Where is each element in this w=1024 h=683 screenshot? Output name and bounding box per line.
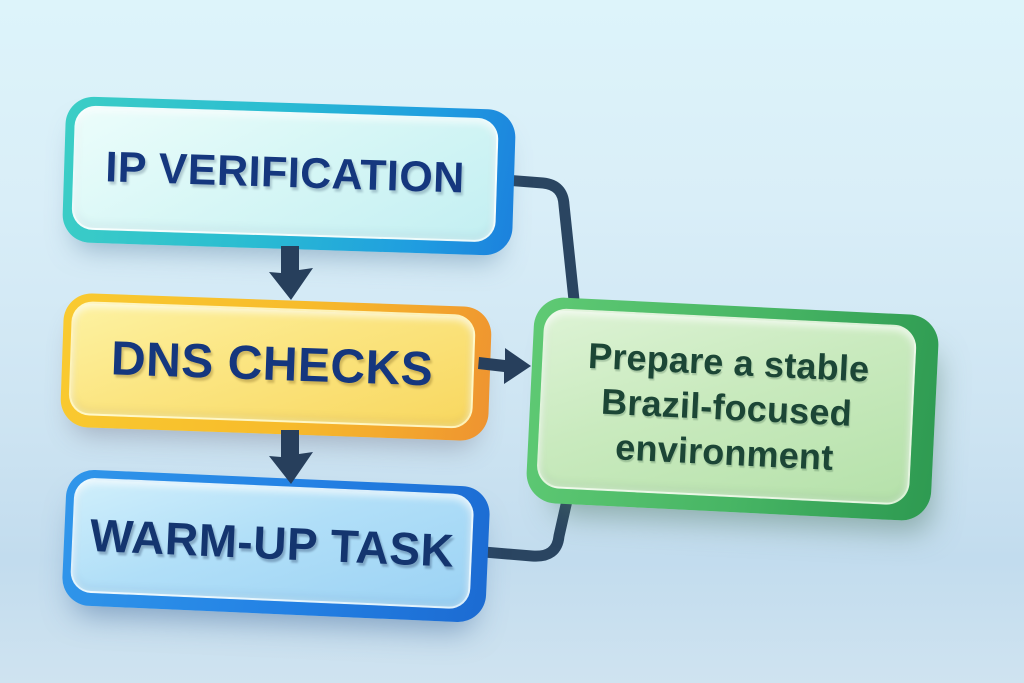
node-warm-up-task: WARM-UP TASK (61, 468, 491, 624)
node-dns-checks-face: DNS CHECKS (68, 300, 476, 429)
node-environment-label: Prepare a stable Brazil-focused environm… (587, 334, 871, 478)
arrow-down-dns-to-warmup-icon (269, 430, 313, 484)
node-ip-verification-face: IP VERIFICATION (71, 105, 499, 243)
node-ip-verification: IP VERIFICATION (61, 95, 517, 257)
node-warm-up-task-label: WARM-UP TASK (88, 508, 456, 577)
node-warm-up-task-face: WARM-UP TASK (69, 477, 475, 610)
node-ip-verification-label: IP VERIFICATION (104, 143, 466, 203)
node-environment-face: Prepare a stable Brazil-focused environm… (535, 307, 918, 506)
node-dns-checks-label: DNS CHECKS (110, 332, 435, 397)
node-dns-checks: DNS CHECKS (59, 292, 493, 442)
arrow-down-ip-to-dns-icon (269, 246, 313, 300)
node-environment: Prepare a stable Brazil-focused environm… (525, 296, 940, 522)
